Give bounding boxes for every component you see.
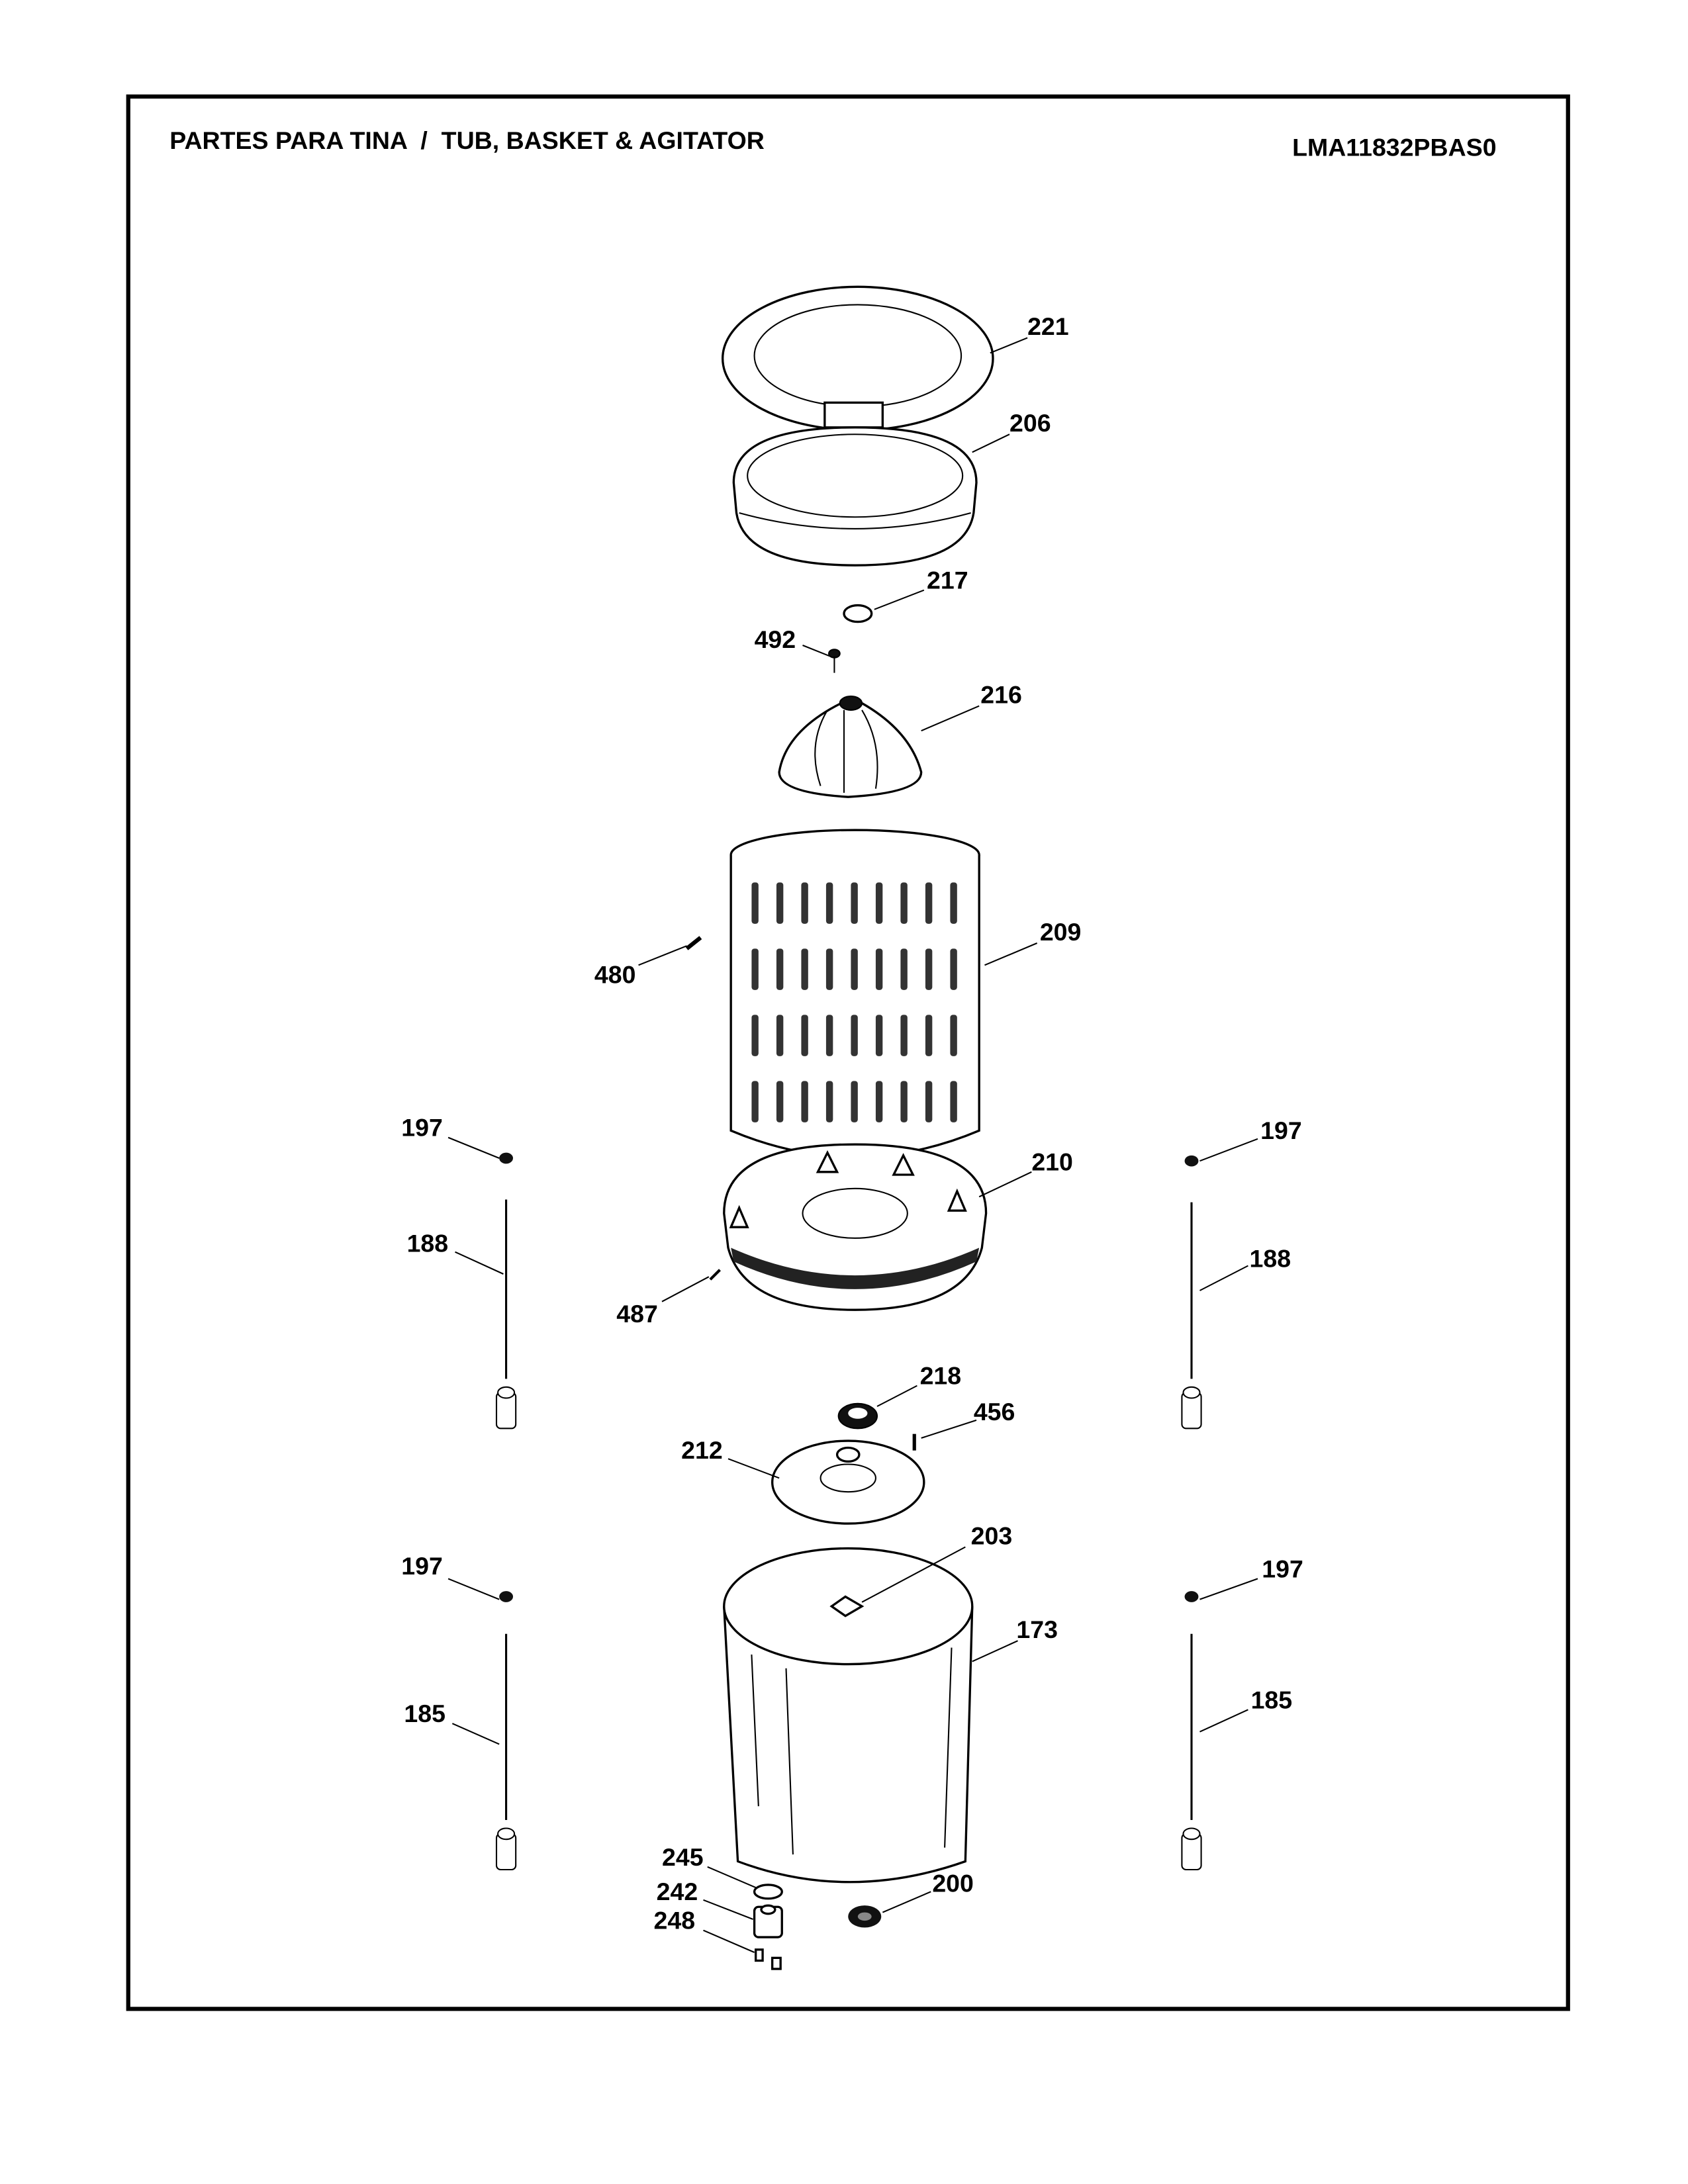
basket-hole	[851, 882, 858, 924]
basket-hole	[825, 948, 833, 990]
basket-hole	[925, 1081, 933, 1122]
part-173-outer-tub	[723, 1547, 974, 1884]
callout-242: 242	[657, 1878, 698, 1905]
basket-hole	[776, 1015, 784, 1056]
part-197-cap	[499, 1152, 513, 1164]
basket-hole	[900, 1081, 908, 1122]
part-221-tub-cover	[722, 285, 994, 432]
part-200-seal	[848, 1905, 882, 1928]
leader-lines	[447, 337, 1258, 1953]
part-197-cap	[1184, 1591, 1199, 1602]
basket-hole	[751, 1015, 759, 1056]
callout-210: 210	[1031, 1148, 1073, 1176]
basket-hole	[875, 882, 883, 924]
page-frame	[126, 94, 1570, 2011]
suspension-rod	[495, 1591, 517, 1871]
basket-hole	[925, 882, 933, 924]
callout-209: 209	[1040, 918, 1082, 946]
callout-173: 173	[1016, 1615, 1058, 1643]
callout-218: 218	[920, 1362, 962, 1390]
callout-197: 197	[1260, 1116, 1302, 1144]
basket-hole	[751, 882, 759, 924]
part-197-cap	[1184, 1155, 1199, 1167]
callout-188: 188	[1250, 1245, 1291, 1273]
part-216-agitator	[778, 696, 923, 798]
suspension-rod	[495, 1152, 517, 1430]
basket-hole	[825, 1015, 833, 1056]
callout-185: 185	[404, 1700, 445, 1727]
basket-hole	[776, 948, 784, 990]
basket-hole	[875, 1081, 883, 1122]
callout-206: 206	[1009, 409, 1051, 437]
basket-hole	[801, 948, 808, 990]
callout-248: 248	[654, 1907, 696, 1934]
basket-hole	[950, 882, 957, 924]
basket-hole	[950, 1081, 957, 1122]
basket-hole	[825, 882, 833, 924]
model-number: LMA11832PBAS0	[1292, 133, 1496, 161]
callout-480: 480	[594, 960, 636, 988]
basket-hole	[925, 948, 933, 990]
basket-hole	[801, 1081, 808, 1122]
basket-hole	[776, 1081, 784, 1122]
callout-456: 456	[974, 1398, 1015, 1426]
callout-197: 197	[401, 1552, 443, 1580]
callout-188: 188	[407, 1230, 449, 1257]
basket-hole	[776, 882, 784, 924]
part-242-drain-cap	[753, 1904, 783, 1938]
basket-hole	[851, 1015, 858, 1056]
basket-hole	[900, 882, 908, 924]
basket-hole	[825, 1081, 833, 1122]
callout-185: 185	[1251, 1686, 1293, 1713]
basket-hole	[751, 948, 759, 990]
basket-hole	[801, 882, 808, 924]
basket-hole	[900, 1015, 908, 1056]
basket-hole	[900, 948, 908, 990]
basket-hole	[950, 1015, 957, 1056]
callout-221: 221	[1027, 312, 1069, 340]
basket-hole	[851, 948, 858, 990]
callout-492: 492	[755, 625, 796, 653]
callout-216: 216	[980, 681, 1022, 709]
part-209-basket	[729, 829, 980, 1158]
part-197-cap	[499, 1591, 513, 1602]
part-245-o-ring	[753, 1884, 783, 1900]
basket-hole	[875, 948, 883, 990]
basket-hole	[950, 948, 957, 990]
basket-hole	[851, 1081, 858, 1122]
part-218-hub	[837, 1402, 878, 1430]
part-212-flange	[771, 1439, 925, 1525]
part-210-basket-base	[723, 1143, 988, 1311]
part-492-screw	[828, 649, 841, 673]
callout-245: 245	[662, 1843, 704, 1871]
part-487-screw	[709, 1269, 721, 1281]
callout-212: 212	[681, 1436, 723, 1464]
callout-197: 197	[1262, 1555, 1303, 1582]
diagram-title: PARTES PARA TINA / TUB, BASKET & AGITATO…	[169, 126, 765, 154]
part-248-clips	[755, 1948, 782, 1970]
callout-200: 200	[932, 1869, 974, 1897]
suspension-rod	[1181, 1155, 1202, 1430]
callout-487: 487	[616, 1300, 658, 1328]
part-203-seal	[829, 1595, 865, 1617]
part-480-screw	[685, 936, 702, 950]
basket-hole	[925, 1015, 933, 1056]
basket-hole	[801, 1015, 808, 1056]
part-217-cap	[843, 604, 873, 623]
part-206-balance-ring	[732, 426, 978, 567]
basket-hole	[875, 1015, 883, 1056]
suspension-rod	[1181, 1591, 1202, 1871]
callout-203: 203	[971, 1522, 1013, 1549]
callout-197: 197	[401, 1114, 443, 1142]
callout-217: 217	[927, 567, 968, 594]
basket-hole	[751, 1081, 759, 1122]
